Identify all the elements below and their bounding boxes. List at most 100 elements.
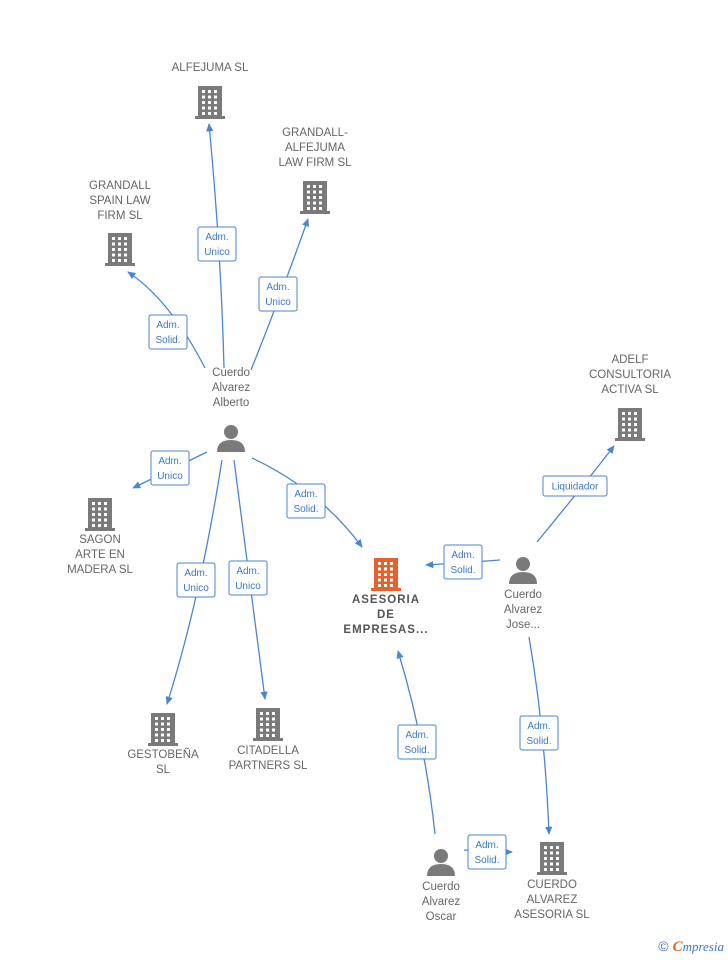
edge-label-text: Solid. (293, 504, 318, 515)
node-label: SPAIN LAW (89, 195, 150, 207)
person-icon (217, 425, 245, 452)
edge-label-frame (397, 724, 437, 760)
edge-label-box[interactable]: Adm. Unico (150, 450, 190, 486)
node-label: Cuerdo (212, 367, 250, 379)
building-icon (300, 181, 330, 214)
edge-label-box[interactable]: Adm. Unico (197, 226, 237, 262)
edge-label-frame (519, 715, 559, 751)
node-label: ACTIVA SL (601, 384, 659, 396)
edge-label-box[interactable]: Adm.Solid. (467, 834, 507, 870)
node-label: ALFEJUMA SL (172, 62, 249, 74)
node-label: Cuerdo (504, 589, 542, 601)
edge-label-text: Unico (204, 247, 230, 258)
edge-label-box[interactable]: Adm. Solid. (397, 724, 437, 760)
node-label: GRANDALL- (282, 127, 348, 139)
building-icon (195, 86, 225, 119)
edge-alberto-to-gestobena: Adm. Unico (165, 459, 223, 705)
building-icon (537, 842, 567, 875)
edge-label-text: Solid. (450, 565, 475, 576)
node-label: Alberto (213, 397, 249, 409)
edge-label-box[interactable]: Adm. Solid. (148, 314, 188, 350)
edge-alberto-to-sagon: Adm. Unico (132, 450, 208, 489)
edge-label-frame (467, 834, 507, 870)
building-icon (148, 713, 178, 746)
edge-label-text: Adm. (184, 568, 207, 579)
edge-label-frame (150, 450, 190, 486)
brand-name: mpresia (682, 939, 724, 954)
edge-label-box[interactable]: Liquidador (542, 475, 608, 497)
edge-jose-to-cuerdo_asesoria: Adm.Solid. (519, 636, 559, 835)
edge-oscar-to-asesoria: Adm. Solid. (396, 650, 437, 835)
edge-label-frame (228, 560, 268, 596)
edge-label-text: Adm. (527, 721, 550, 732)
edge-label-text: Unico (183, 583, 209, 594)
brand-footer[interactable]: ©Cmpresia (658, 938, 724, 956)
node-label: PARTNERS SL (229, 760, 308, 772)
edge-label-box[interactable]: Adm.Unico (228, 560, 268, 596)
edge-jose-to-adelf: Liquidador (536, 445, 615, 543)
node-label: Cuerdo (422, 881, 460, 893)
edge-label-text: Solid. (404, 745, 429, 756)
node-asesoria[interactable]: ASESORIA DE EMPRESAS... (343, 558, 428, 636)
node-label: GESTOBEÑA (127, 748, 199, 761)
edge-label-text: Adm. (156, 320, 179, 331)
node-label: MADERA SL (67, 564, 133, 576)
edge-label-box[interactable]: Adm. Unico (176, 562, 216, 598)
node-label: ALVAREZ (527, 894, 578, 906)
edge-label-frame (176, 562, 216, 598)
edge-label-box[interactable]: Adm.Solid. (443, 544, 483, 580)
edge-jose-to-asesoria: Adm.Solid. (425, 544, 501, 580)
node-label: EMPRESAS... (343, 624, 428, 636)
building-icon (85, 498, 115, 531)
node-label: SAGON (79, 534, 121, 546)
node-grandall_alfejuma[interactable]: GRANDALL- ALFEJUMA LAW FIRM SL (278, 127, 352, 214)
node-label: Alvarez (504, 604, 543, 616)
node-alfejuma[interactable]: ALFEJUMA SL (172, 62, 249, 119)
node-label: Alvarez (212, 382, 251, 394)
copyright-icon: © (658, 938, 669, 954)
node-label: CONSULTORIA (589, 369, 671, 381)
node-label: ALFEJUMA (285, 142, 345, 154)
edge-label-frame (258, 276, 298, 312)
edge-label-frame (148, 314, 188, 350)
node-label: LAW FIRM SL (278, 157, 352, 169)
edge-label-frame (286, 483, 326, 519)
edge-label-text: Adm. (158, 456, 181, 467)
building-icon (253, 708, 283, 741)
edge-label-box[interactable]: Adm.Solid. (519, 715, 559, 751)
edge-label-box[interactable]: Adm.Solid. (286, 483, 326, 519)
edge-alberto-to-asesoria: Adm.Solid. (251, 457, 363, 548)
node-gestobena[interactable]: GESTOBEÑA SL (127, 713, 199, 776)
building-icon (105, 233, 135, 266)
node-label: SL (156, 764, 171, 776)
node-label: GRANDALL (89, 180, 152, 192)
node-label: DE (377, 609, 395, 621)
node-label: ASESORIA (352, 594, 420, 606)
edge-oscar-to-cuerdo_asesoria: Adm.Solid. (463, 834, 513, 870)
node-label: Oscar (426, 911, 457, 923)
person-icon (509, 557, 537, 584)
edge-label-text: Adm. (475, 840, 498, 851)
building-icon-highlighted (371, 558, 401, 591)
edge-label-text: Solid. (155, 335, 180, 346)
edge-alberto-to-alfejuma: Adm. Unico (197, 123, 237, 369)
edge-label-text: Unico (235, 581, 261, 592)
edge-label-text: Adm. (405, 730, 428, 741)
edge-label-text: Adm. (266, 282, 289, 293)
node-jose[interactable]: CuerdoAlvarezJose... (504, 557, 543, 631)
edge-label-text: Adm. (205, 232, 228, 243)
edge-label-text: Unico (157, 471, 183, 482)
node-label: Alvarez (422, 896, 461, 908)
edge-alberto-to-citadella: Adm.Unico (228, 459, 268, 700)
edge-label-text: Unico (265, 297, 291, 308)
edge-label-box[interactable]: Adm. Unico (258, 276, 298, 312)
